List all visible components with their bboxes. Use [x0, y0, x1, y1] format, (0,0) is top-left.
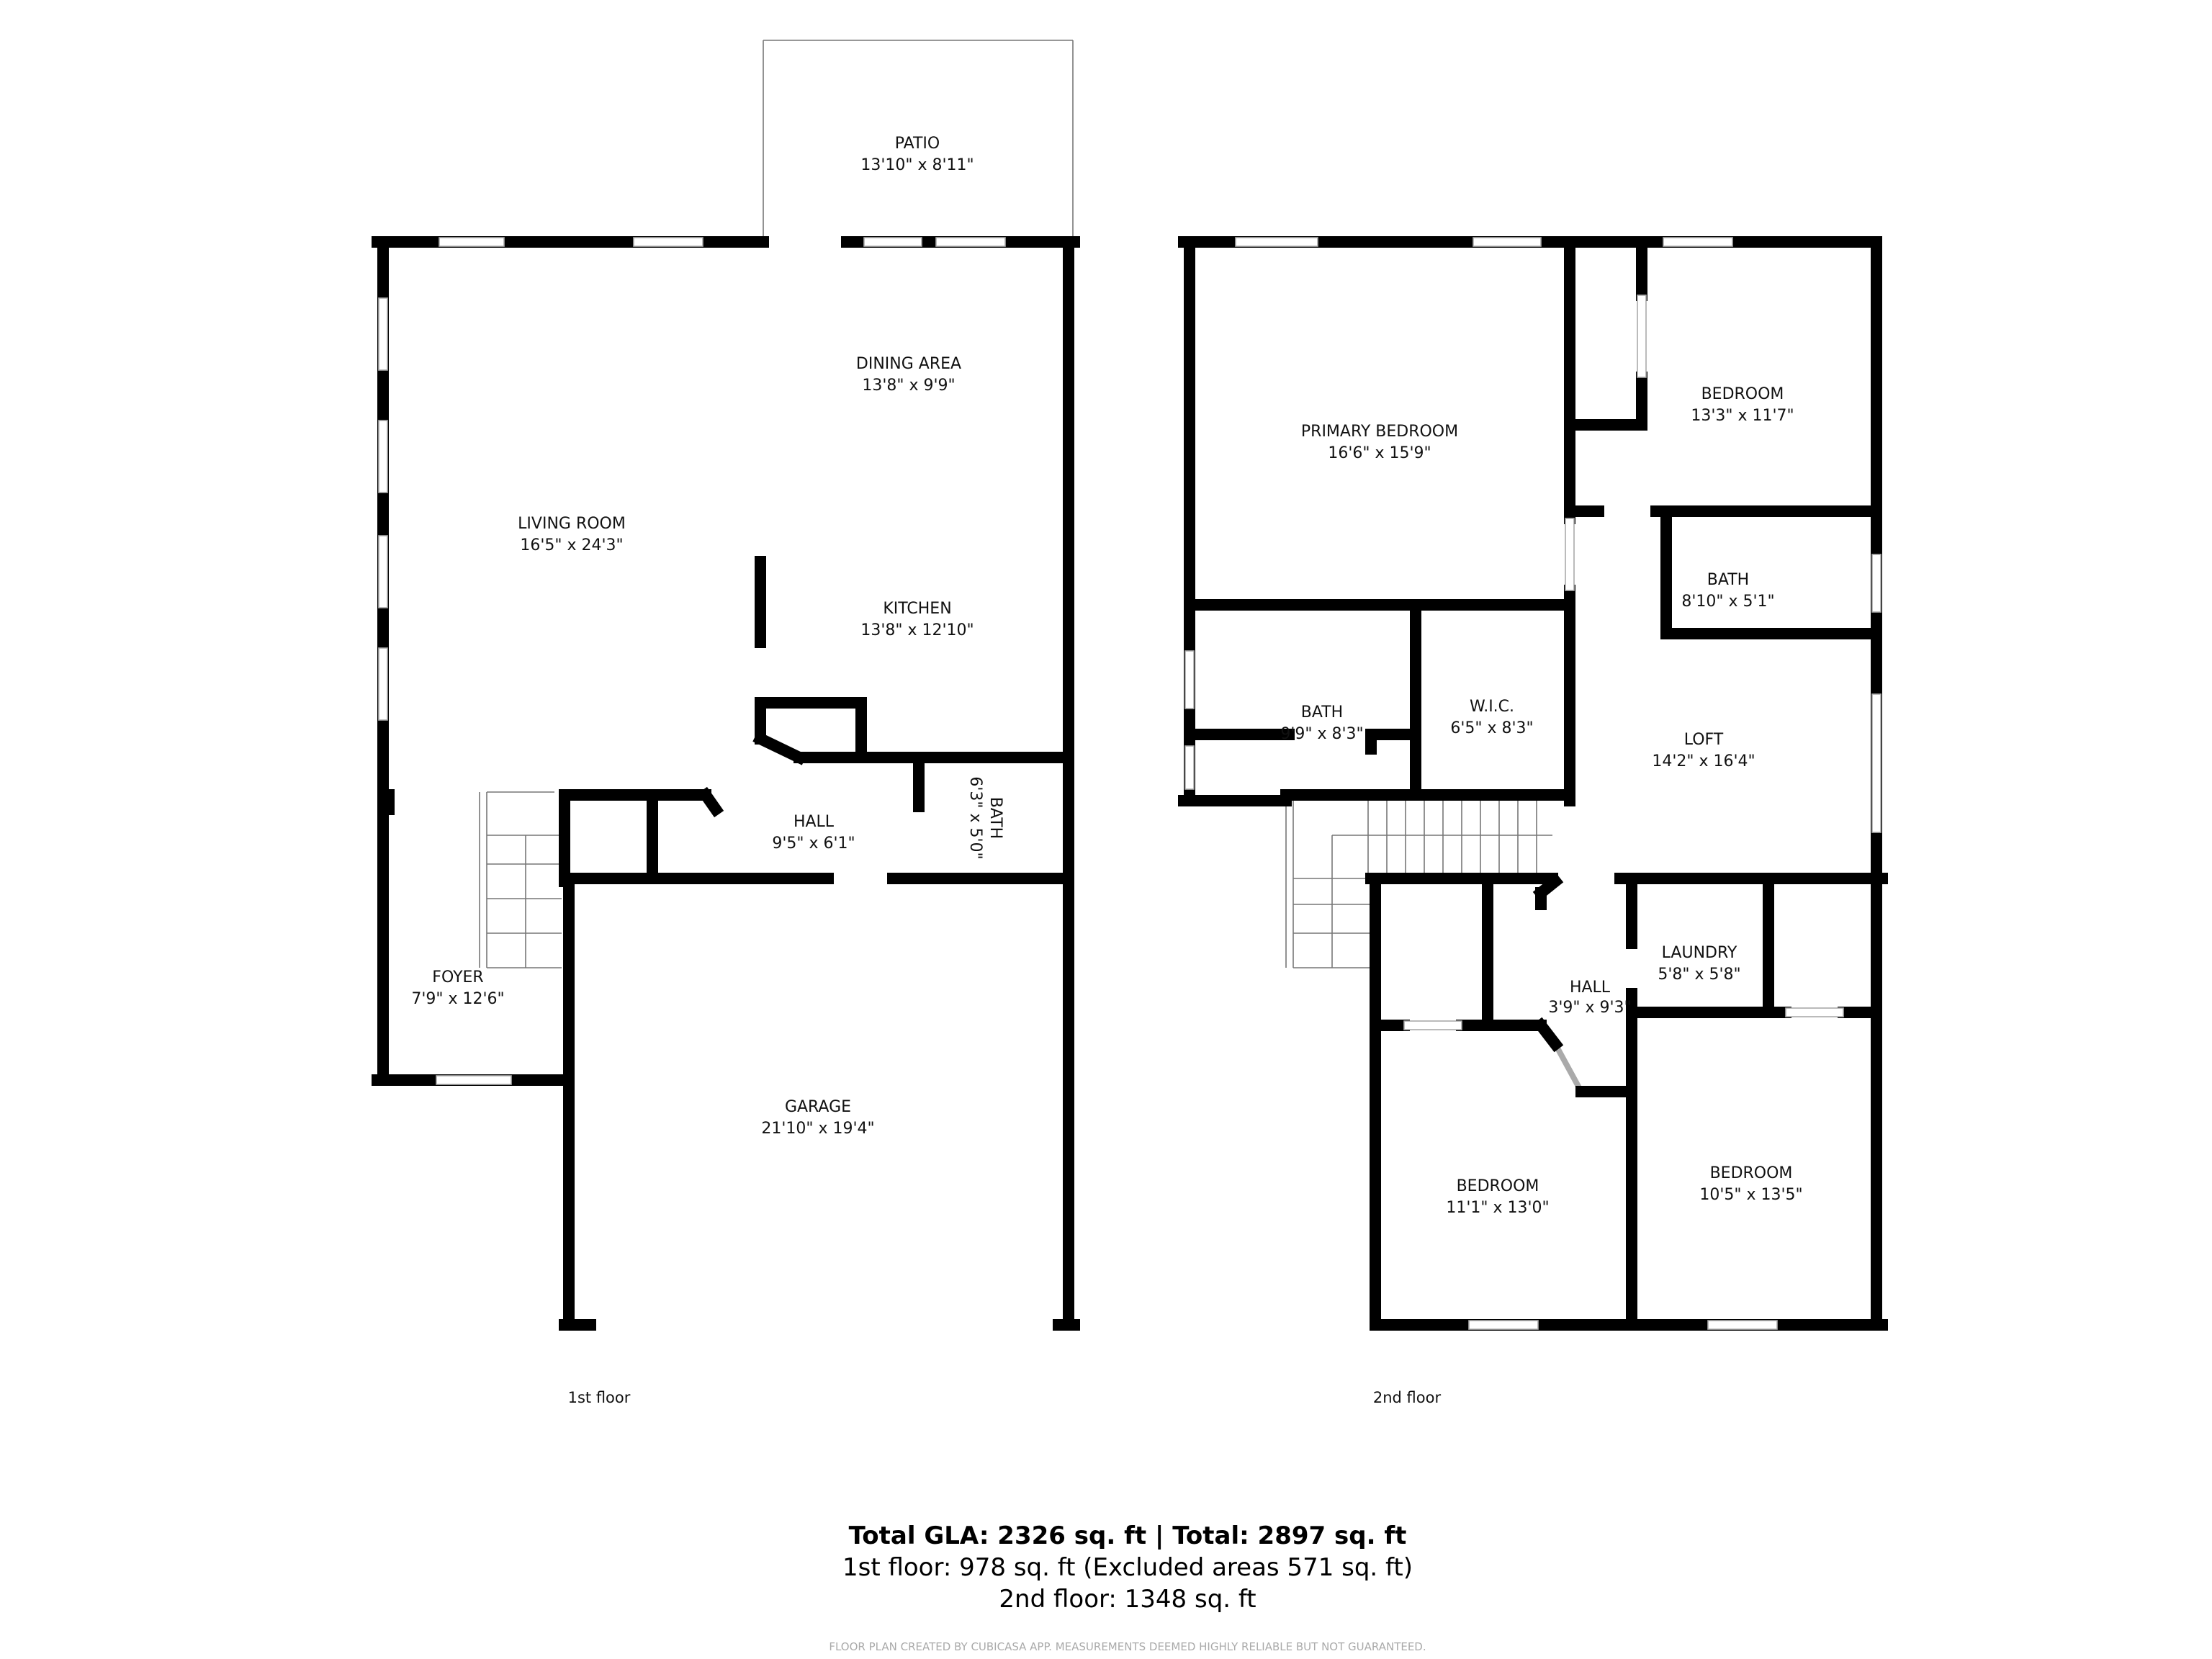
room-dims-wic: 6'5" x 8'3" [1450, 719, 1533, 737]
room-name-living: LIVING ROOM [518, 515, 626, 533]
floor-label-first: 1st floor [568, 1389, 631, 1406]
room-name-loft: LOFT [1684, 731, 1724, 749]
room-name-kitchen: KITCHEN [883, 600, 951, 618]
room-name-bedroom2: BEDROOM [1457, 1177, 1539, 1195]
room-name-bath1: BATH [1707, 571, 1749, 589]
window [935, 237, 1006, 247]
room-name-garage: GARAGE [785, 1098, 851, 1116]
room-name-bath2: BATH [1301, 703, 1343, 721]
room-dims-laundry: 5'8" x 5'8" [1658, 966, 1740, 984]
room-dims-bath2: 9'9" x 8'3" [1280, 725, 1363, 743]
window [439, 237, 505, 247]
window [1184, 745, 1195, 790]
window [1663, 237, 1733, 247]
second-floor-area: 2nd floor: 1348 sq. ft [999, 1585, 1256, 1614]
room-dims-loft: 14'2" x 16'4" [1652, 752, 1755, 770]
wall [697, 786, 724, 818]
room-name-hall2: HALL [1570, 979, 1611, 997]
window [378, 420, 388, 493]
room-dims-bedroom1: 13'3" x 11'7" [1691, 407, 1794, 425]
room-dims-kitchen: 13'8" x 12'10" [860, 621, 974, 639]
window [1565, 518, 1575, 591]
second-floor-labels: PRIMARY BEDROOM 16'6" x 15'9" BEDROOM 13… [1280, 385, 1802, 1406]
wall [752, 731, 807, 765]
window [378, 535, 388, 608]
room-name-bath: BATH [986, 797, 1004, 839]
window [1785, 1007, 1844, 1017]
wall [1532, 1017, 1564, 1053]
room-name-hall: HALL [793, 813, 835, 831]
room-dims-hall: 9'5" x 6'1" [772, 835, 855, 853]
window [863, 237, 922, 247]
window [1468, 1320, 1539, 1330]
window [1637, 295, 1647, 378]
window [1184, 650, 1195, 709]
room-dims-bedroom2: 11'1" x 13'0" [1446, 1199, 1549, 1217]
room-name-bedroom1: BEDROOM [1701, 385, 1784, 403]
room-dims-bath: 6'3" x 5'0" [966, 776, 984, 859]
window [1473, 237, 1542, 247]
total-area: Total GLA: 2326 sq. ft | Total: 2897 sq.… [849, 1521, 1407, 1550]
room-name-primary: PRIMARY BEDROOM [1301, 423, 1458, 441]
area-summary: Total GLA: 2326 sq. ft | Total: 2897 sq.… [829, 1521, 1426, 1653]
room-dims-garage: 21'10" x 19'4" [761, 1120, 874, 1138]
room-dims-bedroom3: 10'5" x 13'5" [1699, 1186, 1802, 1204]
room-name-foyer: FOYER [432, 968, 483, 986]
room-dims-patio: 13'10" x 8'11" [860, 156, 974, 174]
walls [372, 236, 1888, 1331]
room-name-dining: DINING AREA [856, 355, 961, 373]
room-dims-primary: 16'6" x 15'9" [1328, 444, 1431, 462]
window [378, 647, 388, 721]
room-dims-dining: 13'8" x 9'9" [862, 377, 955, 395]
window [1871, 554, 1881, 613]
room-name-bedroom3: BEDROOM [1710, 1164, 1793, 1182]
hall-diagonal-opening [1552, 1043, 1584, 1093]
room-name-patio: PATIO [895, 135, 940, 153]
room-dims-foyer: 7'9" x 12'6" [411, 990, 504, 1008]
window [378, 297, 388, 371]
windows [378, 237, 1881, 1330]
first-floor-area: 1st floor: 978 sq. ft (Excluded areas 57… [842, 1553, 1413, 1582]
disclaimer: FLOOR PLAN CREATED BY CUBICASA APP. MEAS… [829, 1640, 1426, 1653]
window [1235, 237, 1318, 247]
floor-label-second: 2nd floor [1373, 1389, 1442, 1406]
window [633, 237, 703, 247]
room-name-wic: W.I.C. [1470, 698, 1514, 716]
window [436, 1075, 512, 1085]
room-dims-living: 16'5" x 24'3" [520, 536, 623, 554]
first-floor-labels: PATIO 13'10" x 8'11" DINING AREA 13'8" x… [411, 135, 1004, 1406]
window [1403, 1020, 1462, 1030]
room-dims-bath1: 8'10" x 5'1" [1681, 593, 1774, 611]
room-dims-hall2: 3'9" x 9'3" [1548, 999, 1631, 1017]
room-name-laundry: LAUNDRY [1662, 944, 1737, 962]
window [1707, 1320, 1778, 1330]
window [1871, 693, 1881, 833]
light-lines [479, 40, 1584, 1093]
